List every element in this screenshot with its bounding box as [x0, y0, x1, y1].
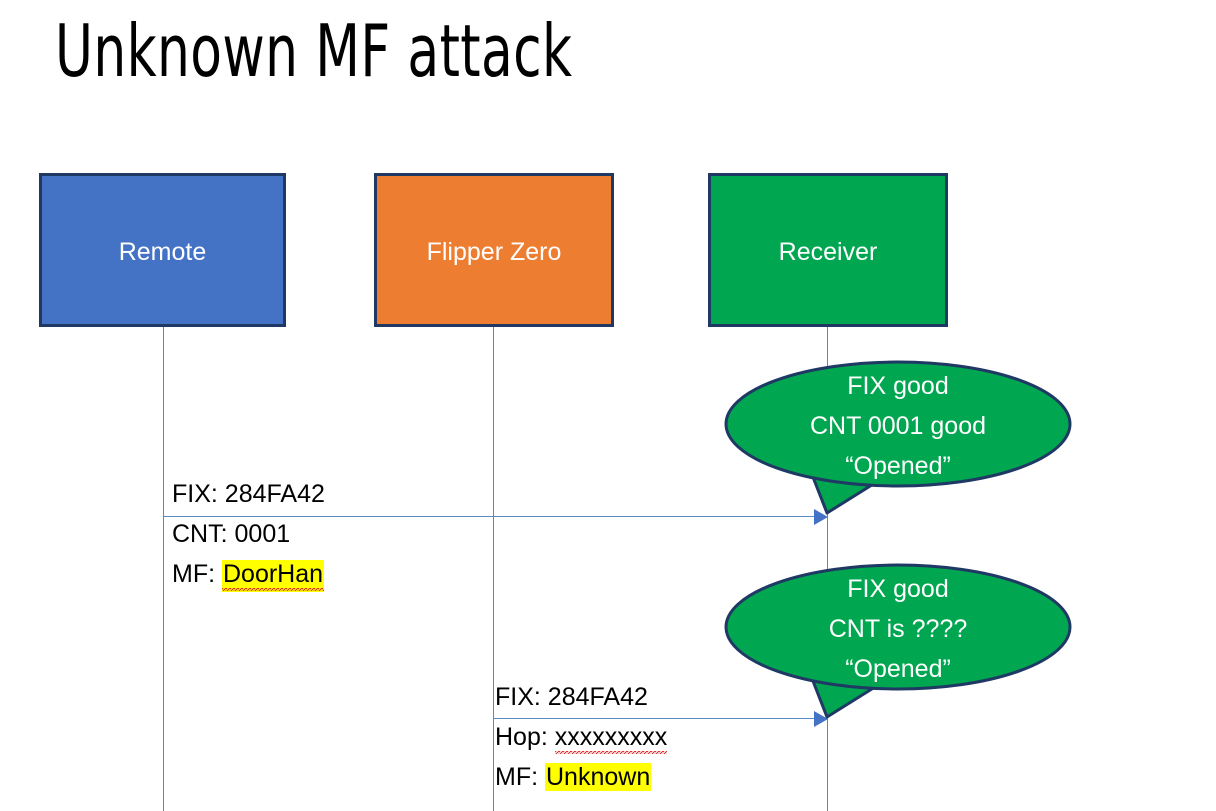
- message-1-line-2: CNT: 0001: [172, 520, 291, 548]
- actor-label-receiver: Receiver: [778, 237, 878, 266]
- lifeline-flipper: [493, 327, 494, 811]
- message-text-2: FIX: 284FA42 Hop: xxxxxxxxx MF: Unknown: [495, 677, 668, 797]
- speech-bubble-1[interactable]: FIX good CNT 0001 good “Opened”: [723, 360, 1073, 518]
- actor-label-flipper: Flipper Zero: [426, 237, 562, 266]
- message-2-line-3: MF: Unknown: [495, 763, 652, 791]
- spellchecked-value-hop: xxxxxxxxx: [554, 723, 668, 755]
- lifeline-remote: [163, 327, 164, 811]
- message-arrowhead-1: [814, 509, 828, 525]
- highlighted-value-unknown: Unknown: [545, 763, 652, 791]
- message-2-line-1: FIX: 284FA42: [495, 683, 648, 711]
- actor-box-flipper[interactable]: Flipper Zero: [374, 173, 614, 327]
- speech-bubble-1-shape: [724, 360, 1072, 515]
- message-1-line-1: FIX: 284FA42: [172, 480, 325, 508]
- message-arrowhead-2: [814, 711, 828, 727]
- actor-box-receiver[interactable]: Receiver: [708, 173, 948, 327]
- speech-bubble-2-shape: [724, 563, 1072, 719]
- message-line-2: [493, 718, 818, 719]
- speech-bubble-2[interactable]: FIX good CNT is ???? “Opened”: [723, 563, 1073, 721]
- actor-label-remote: Remote: [118, 237, 207, 266]
- actor-box-remote[interactable]: Remote: [39, 173, 286, 327]
- speech-bubble-2-oval: [724, 563, 1072, 691]
- message-1-line-3: MF: DoorHan: [172, 554, 325, 594]
- message-2-line-2: Hop: xxxxxxxxx: [495, 717, 668, 757]
- speech-bubble-1-oval: [724, 360, 1072, 488]
- page-title: Unknown MF attack: [55, 9, 573, 93]
- highlighted-value-doorhan: DoorHan: [222, 560, 325, 592]
- message-line-1: [163, 516, 818, 517]
- message-text-1: FIX: 284FA42 CNT: 0001 MF: DoorHan: [172, 474, 325, 594]
